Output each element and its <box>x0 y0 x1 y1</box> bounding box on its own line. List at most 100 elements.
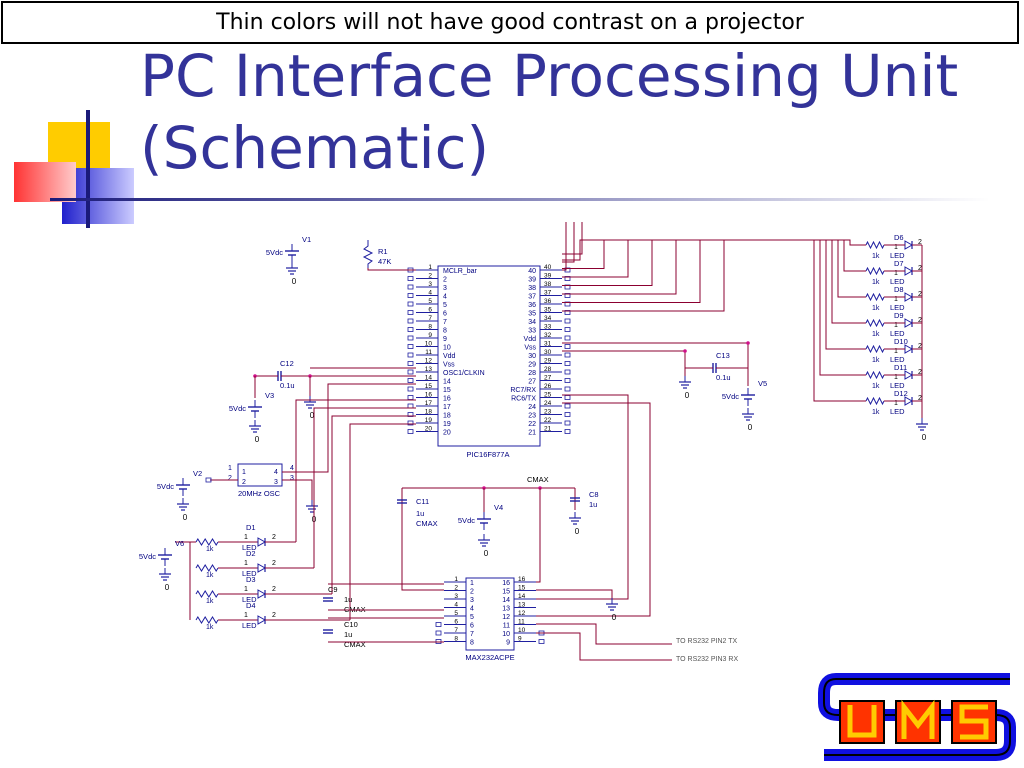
c12-name: C12 <box>280 359 294 368</box>
pic-left-label: 8 <box>443 328 447 335</box>
rs232-rx-wire <box>536 632 672 661</box>
pic-left-pin-number: 11 <box>425 349 432 356</box>
pic-left-label: 10 <box>443 345 451 352</box>
left-led-triangle <box>257 589 267 599</box>
pic-right-label: Vss <box>524 345 536 352</box>
left-led-pin: 1 <box>244 612 248 619</box>
right-led-pin: 2 <box>918 265 922 272</box>
right-led-pin: 2 <box>918 317 922 324</box>
pic-right-label: 27 <box>528 379 536 386</box>
osc-inner-pin: 3 <box>274 479 278 486</box>
max-left-label: 6 <box>470 623 474 630</box>
pic-right-label: 21 <box>528 430 536 437</box>
pic-right-terminal <box>564 327 571 332</box>
c9-name: C9 <box>328 585 338 594</box>
pic-right-pin-number: 34 <box>544 315 552 322</box>
right-led-resistor <box>865 240 885 250</box>
pic-left-label: 2 <box>443 277 447 284</box>
left-led-pin: 1 <box>244 586 248 593</box>
c10-extra: CMAX <box>344 640 366 649</box>
ground-label: 0 <box>292 277 297 286</box>
max-right-label: 12 <box>502 614 510 621</box>
pic-right-label: RC6/TX <box>511 396 536 403</box>
max-terminal <box>435 622 442 627</box>
max-left-label: 1 <box>470 580 474 587</box>
osc-terminal <box>205 477 212 483</box>
max-left-pin-number: 7 <box>454 627 458 634</box>
pic-left-pin-number: 13 <box>425 366 433 373</box>
pic-right-label: 24 <box>528 404 536 411</box>
max-right-label: 10 <box>502 631 510 638</box>
pic-left-label: 14 <box>443 379 451 386</box>
right-led-label: LED <box>890 329 905 338</box>
pic-right-pin-number: 33 <box>544 324 552 331</box>
right-led-route <box>562 239 866 402</box>
right-led-pin: 1 <box>894 348 898 355</box>
max-left-pin-number: 5 <box>454 610 458 617</box>
left-led-triangle <box>257 563 267 573</box>
ground-label: 0 <box>575 527 580 536</box>
right-led-name: D7 <box>894 259 904 268</box>
pic-left-terminal <box>407 420 414 426</box>
pic-left-label: 16 <box>443 396 451 403</box>
pic-left-label: MCLR_bar <box>443 268 478 275</box>
left-led-pin: 2 <box>272 612 276 619</box>
pic-right-terminal <box>564 318 571 324</box>
pic-right-terminal <box>564 335 571 341</box>
pic-right-label: RC7/RX <box>510 387 536 394</box>
right-led-triangle <box>904 318 914 328</box>
deco-red-square <box>14 162 76 202</box>
pic-right-pin-number: 21 <box>544 426 552 433</box>
ground-label: 0 <box>685 391 690 400</box>
ground-label: 0 <box>310 411 315 420</box>
pic-right-terminal <box>564 395 571 400</box>
pic-left-label: Vss <box>443 362 455 369</box>
pic-left-pin-number: 5 <box>428 298 432 305</box>
pic-left-pin-number: 2 <box>428 273 432 280</box>
pic-right-pin-number: 24 <box>544 400 552 407</box>
pic-left-terminal <box>407 318 414 324</box>
pic-body <box>437 265 541 447</box>
pic-right-pin-number: 36 <box>544 298 552 305</box>
max-left-pin-number: 2 <box>454 585 458 592</box>
left-led-label: LED <box>242 543 257 552</box>
pic-right-label: 37 <box>528 294 536 301</box>
osc-out-wire <box>282 383 416 473</box>
pic-left-terminal <box>407 361 414 366</box>
pic-left-pin-number: 10 <box>425 341 433 348</box>
left-led-pin: 2 <box>272 586 276 593</box>
pic-left-pin-number: 4 <box>428 290 432 297</box>
left-led-pin: 2 <box>272 560 276 567</box>
ground-label: 0 <box>255 435 260 444</box>
left-resistor-value: 1k <box>206 598 214 605</box>
right-led-label: LED <box>890 407 905 416</box>
pic-right-terminal <box>564 352 571 358</box>
pic-right-pin-number: 32 <box>544 332 552 339</box>
pic-left-label: 18 <box>443 413 451 420</box>
right-resistor-value: 1k <box>872 331 880 338</box>
left-led-label: LED <box>242 621 257 630</box>
c11-wire <box>401 488 444 591</box>
v5-name: V5 <box>758 379 767 388</box>
left-led-name: D3 <box>246 575 256 584</box>
max-right-label: 16 <box>502 580 510 587</box>
left-led-route <box>331 415 416 594</box>
pic-left-pin-number: 16 <box>425 392 433 399</box>
left-led-pin: 1 <box>244 560 248 567</box>
pic-left-terminal <box>407 403 414 409</box>
v6-value: 5Vdc <box>139 552 156 561</box>
pic-right-label: 38 <box>528 285 536 292</box>
max-right-label: 14 <box>502 597 510 604</box>
osc-gnd-wire <box>282 479 313 500</box>
right-led-pin: 2 <box>918 343 922 350</box>
osc-pin: 4 <box>290 465 294 472</box>
pic-right-terminal <box>564 429 571 434</box>
max-left-pin-number: 4 <box>454 602 458 609</box>
ground-label: 0 <box>612 613 617 622</box>
left-resistor-value: 1k <box>206 572 214 579</box>
pic-left-terminal <box>407 386 414 392</box>
osc-name: 20MHz OSC <box>238 489 281 498</box>
max-right-pin-number: 15 <box>518 585 526 592</box>
pic-right-terminal <box>564 369 571 375</box>
left-led-triangle <box>257 615 267 625</box>
